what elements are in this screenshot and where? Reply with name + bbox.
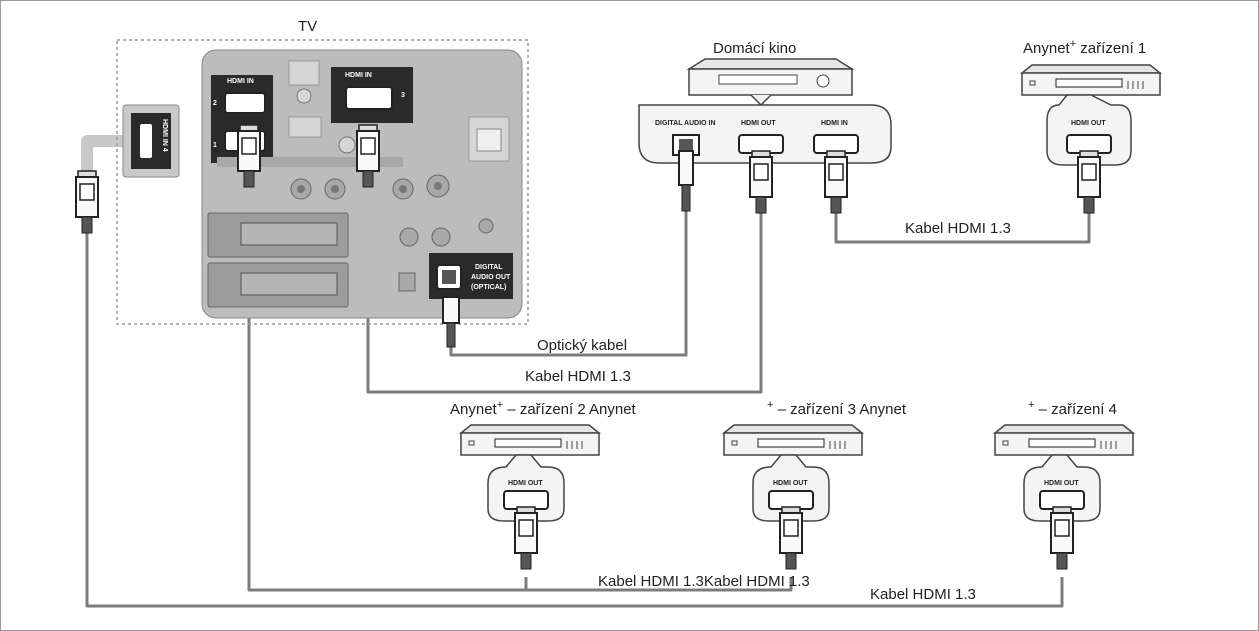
side-hdmi-in-label: HDMI IN 4	[161, 119, 168, 152]
svg-text:1: 1	[213, 142, 217, 149]
device2-label: Anynet+ – zařízení 2 Anynet	[450, 399, 637, 418]
anynet-device-4: + – zařízení 4 HDMI OUT	[994, 399, 1134, 570]
tv-outline	[116, 39, 529, 325]
device4-hdmi-out-label: HDMI OUT	[1044, 480, 1079, 487]
svg-text:3: 3	[401, 92, 405, 99]
tv-plugs	[75, 124, 460, 348]
cable-device1	[834, 213, 1091, 244]
svg-text:(OPTICAL): (OPTICAL)	[471, 284, 506, 291]
hdmi-cable-device4-label: Kabel HDMI 1.3	[870, 586, 976, 603]
optical-cable-label: Optický kabel	[537, 337, 627, 354]
cable-device3	[526, 577, 793, 592]
svg-text:2: 2	[213, 100, 217, 107]
anynet-device-2: Anynet+ – zařízení 2 Anynet HDMI OUT	[450, 399, 637, 570]
device3-label: + – zařízení 3 Anynet	[767, 399, 907, 418]
cable-optical	[449, 211, 688, 357]
ht-hdmi-in-label: HDMI IN	[821, 120, 848, 127]
ht-hdmi-out-label: HDMI OUT	[741, 120, 776, 127]
device3-hdmi-out-label: HDMI OUT	[773, 480, 808, 487]
device1-label: Anynet+ zařízení 1	[1023, 38, 1146, 57]
cable-device2	[247, 187, 528, 592]
svg-text:AUDIO OUT: AUDIO OUT	[471, 274, 511, 281]
tv-hdmi-in-label: HDMI IN	[227, 78, 254, 85]
home-theater-label: Domácí kino	[713, 40, 796, 57]
ht-digital-audio-in-label: DIGITAL AUDIO IN	[655, 120, 716, 127]
anynet-device-3: + – zařízení 3 Anynet HDMI OUT	[723, 399, 907, 570]
hdmi-cable-home-theater-label: Kabel HDMI 1.3	[525, 368, 631, 385]
hdmi-cable-devices-2-3-label: Kabel HDMI 1.3Kabel HDMI 1.3	[598, 573, 810, 590]
home-theater: Domácí kino DIGITAL AUDIO IN HDMI OUT HD…	[638, 40, 892, 214]
tv-hdmi-in-3-label: HDMI IN	[345, 72, 372, 79]
anynet-device-1: Anynet+ zařízení 1 HDMI OUT	[1021, 38, 1161, 214]
cable-device4	[85, 233, 1064, 608]
tv-main-panel: HDMI IN 2 1 HDMI IN 3 DIGITAL	[201, 49, 523, 319]
tv-side-panel: HDMI IN 4	[122, 104, 180, 178]
tv-digital-audio-out-label: DIGITAL	[475, 264, 503, 271]
device4-label: + – zařízení 4	[1028, 399, 1117, 418]
tv-label: TV	[298, 18, 317, 35]
hdmi-cable-device1-label: Kabel HDMI 1.3	[905, 220, 1011, 237]
device2-hdmi-out-label: HDMI OUT	[508, 480, 543, 487]
device1-hdmi-out-label: HDMI OUT	[1071, 120, 1106, 127]
